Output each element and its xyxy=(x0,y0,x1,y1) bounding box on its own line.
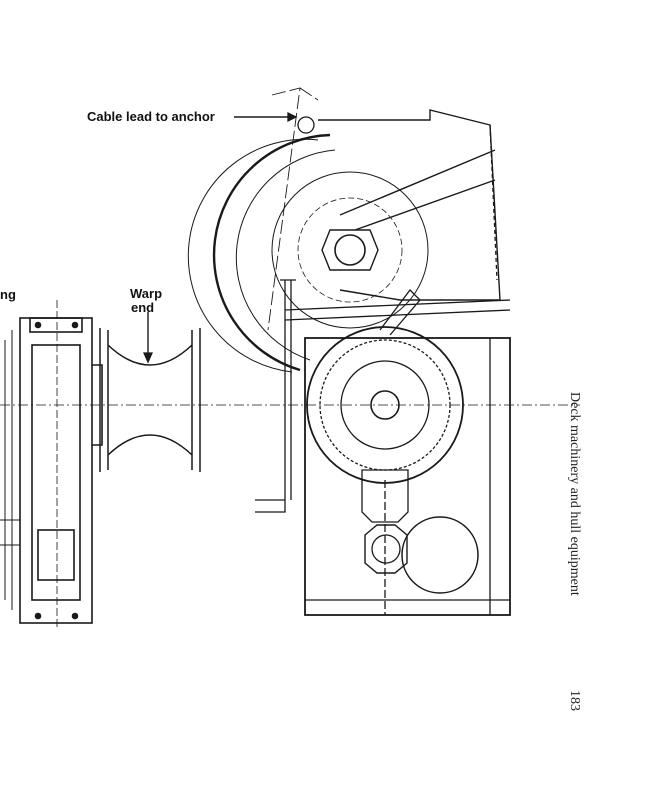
gear-box xyxy=(304,326,511,616)
partial-label: ng xyxy=(0,287,16,302)
gear-wheel-assembly xyxy=(0,300,103,630)
running-head: Deck machinery and hull equipment xyxy=(567,392,582,596)
warp-label-line1: Warp xyxy=(130,286,163,301)
gypsy-drum xyxy=(187,116,429,373)
brake-lever xyxy=(255,279,511,513)
upper-housing xyxy=(318,109,501,301)
warp-label-line2: end xyxy=(131,300,155,315)
cable-lead xyxy=(267,87,319,331)
page-number: 183 xyxy=(567,690,582,711)
cable-lead-label: Cable lead to anchor xyxy=(87,109,215,124)
warp-end-drum xyxy=(99,328,201,472)
